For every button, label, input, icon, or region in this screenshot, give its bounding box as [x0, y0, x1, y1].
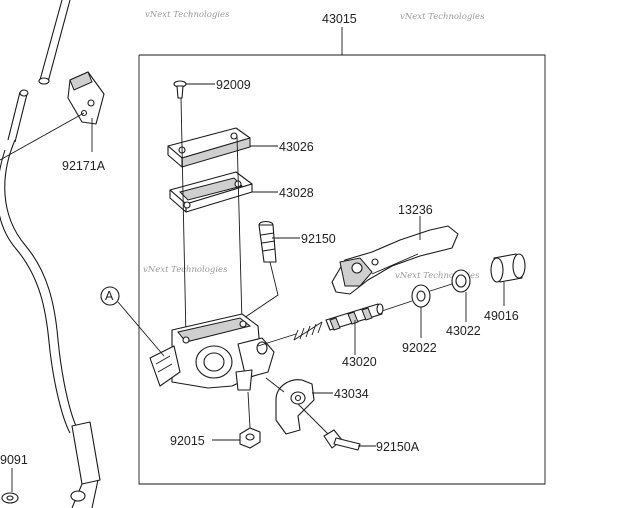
label-92171a: 92171A — [62, 159, 106, 173]
screw-axis-left — [180, 97, 187, 339]
watermark-1: vNext Technologies — [145, 10, 230, 20]
holder-axis — [265, 377, 285, 393]
watermark-2: vNext Technologies — [400, 12, 485, 22]
brake-hose — [0, 0, 101, 508]
label-43026: 43026 — [279, 140, 314, 154]
label-43034: 43034 — [334, 387, 369, 401]
label-43020: 43020 — [342, 355, 377, 369]
seal-92022 — [411, 284, 431, 308]
assembly-frame — [138, 54, 546, 485]
pivot-axis — [237, 261, 279, 323]
callout-a-leader — [117, 301, 165, 357]
label-92015: 92015 — [170, 434, 205, 448]
callout-a-circle — [100, 286, 120, 306]
piston-kit-43020 — [293, 303, 384, 341]
callout-a-letter: A — [105, 289, 114, 303]
label-92150: 92150 — [301, 232, 336, 246]
label-43022: 43022 — [446, 324, 481, 338]
label-92009: 92009 — [216, 78, 251, 92]
holder-bolt-axis — [297, 403, 331, 437]
screw-axis-right — [236, 135, 243, 323]
master-cylinder-body — [149, 313, 275, 391]
label-92022: 92022 — [402, 341, 437, 355]
holder-43034 — [275, 379, 315, 435]
boot-49016 — [490, 253, 526, 283]
nut-92015 — [239, 391, 261, 449]
circlip-43022 — [429, 269, 471, 293]
label-43028: 43028 — [279, 186, 314, 200]
piston-axis-mid — [381, 300, 413, 312]
pivot-bolt-92150 — [258, 220, 277, 263]
clamp-bolt-92171a — [0, 71, 105, 161]
label-43015: 43015 — [322, 12, 357, 26]
watermark-3: vNext Technologies — [143, 265, 228, 275]
label-49016: 49016 — [484, 309, 519, 323]
holder-bolt-92150a — [323, 429, 361, 451]
label-13236: 13236 — [398, 203, 433, 217]
piston-axis-left — [257, 333, 297, 347]
label-92150a: 92150A — [376, 440, 420, 454]
watermark-4: vNext Technologies — [395, 271, 480, 281]
label-9091: 9091 — [0, 453, 28, 467]
lever-13236 — [331, 225, 459, 295]
edge-washer — [1, 492, 19, 504]
screw-92009 — [173, 80, 187, 99]
